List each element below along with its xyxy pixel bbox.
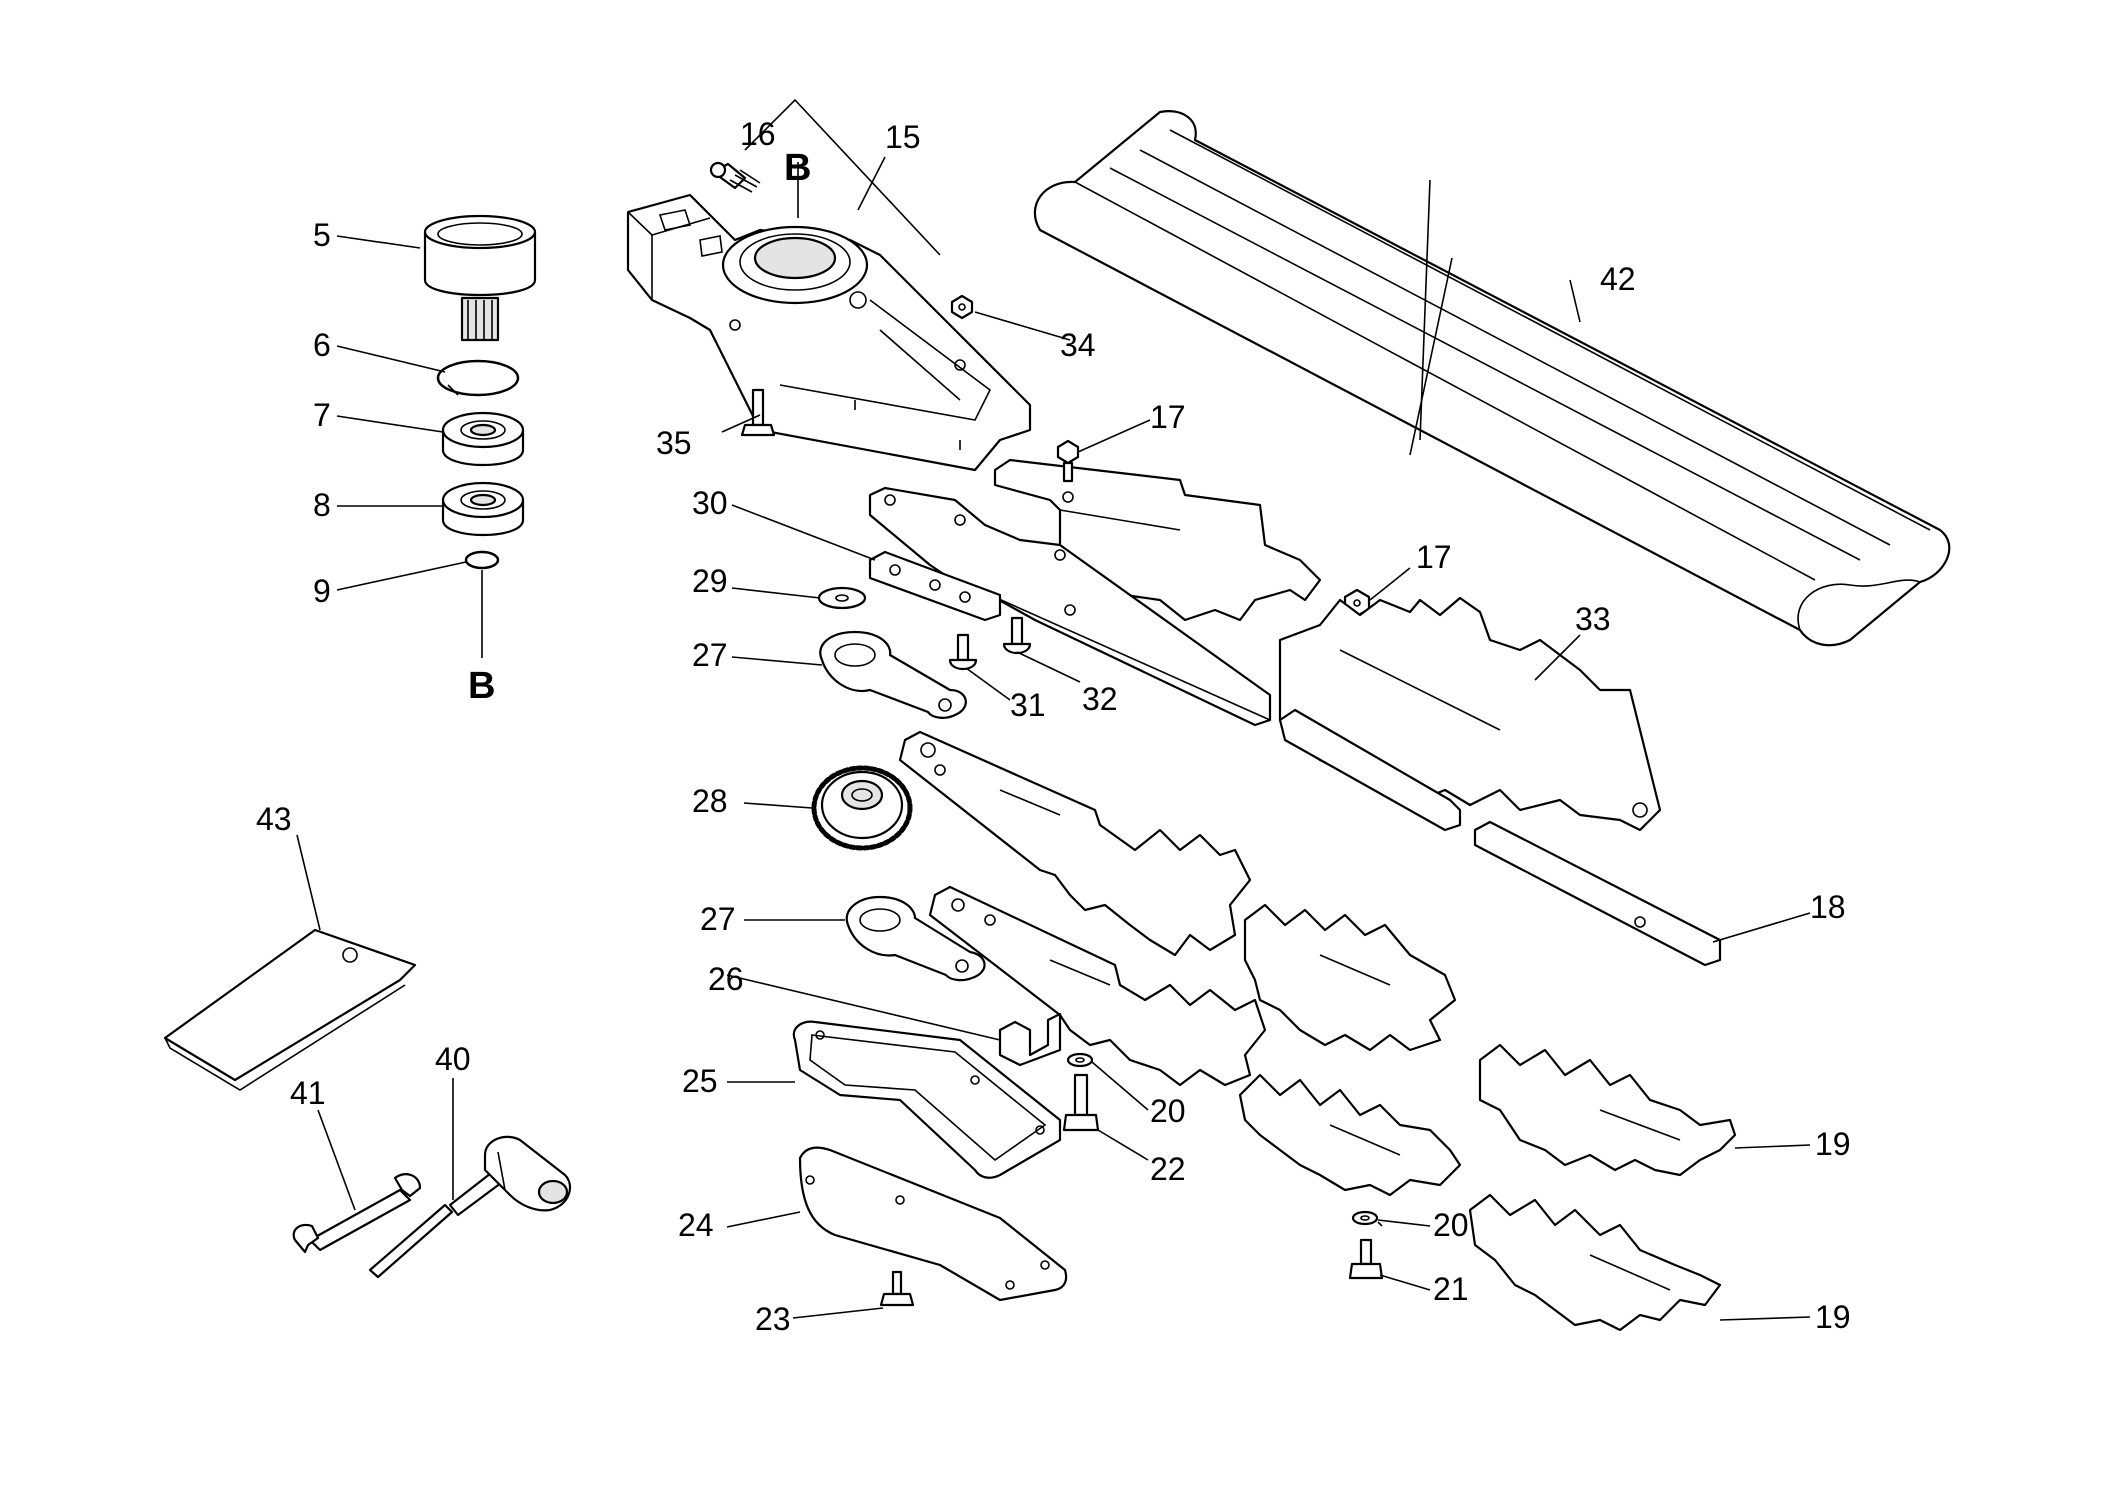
callout-23: 23 [755, 1301, 791, 1337]
callout-32: 32 [1082, 681, 1118, 717]
part-26-bracket [998, 1012, 1062, 1067]
callout-5: 5 [313, 217, 331, 253]
part-18-guide-bar [1473, 820, 1722, 967]
callout-labels: 5 6 7 8 9 B B 16 15 34 42 35 17 17 30 29… [256, 116, 1851, 1337]
callout-18: 18 [1810, 889, 1846, 925]
part-35-bolt [740, 388, 776, 437]
part-16-screws [709, 161, 761, 193]
part-21-bolt [1348, 1238, 1384, 1280]
part-7-bearing [441, 411, 525, 466]
part-27-crank-lower [845, 895, 986, 982]
callout-26: 26 [708, 961, 744, 997]
callout-9: 9 [313, 573, 331, 609]
part-20-washer-lower [1351, 1210, 1379, 1226]
part-19-blade-lower [1468, 1193, 1722, 1332]
callout-42: 42 [1600, 261, 1636, 297]
callout-19-upper: 19 [1815, 1126, 1851, 1162]
blade-segment-lower-left [1238, 1073, 1462, 1197]
part-43-tool-pouch [163, 928, 417, 1091]
part-30-guide-plate [868, 486, 1272, 727]
callout-24: 24 [678, 1207, 714, 1243]
part-23-screw [879, 1270, 915, 1307]
callout-41: 41 [290, 1075, 326, 1111]
callout-27-upper: 27 [692, 637, 728, 673]
callout-28: 28 [692, 783, 728, 819]
callout-29: 29 [692, 563, 728, 599]
marker-b-bottom: B [468, 665, 495, 707]
callout-15: 15 [885, 119, 921, 155]
callout-8: 8 [313, 487, 331, 523]
part-6-circlip [436, 359, 520, 397]
callout-27-lower: 27 [700, 901, 736, 937]
callout-19-lower: 19 [1815, 1299, 1851, 1335]
part-28-gear [811, 765, 913, 851]
callout-35: 35 [656, 425, 692, 461]
part-27-crank-upper [819, 630, 967, 719]
callout-16: 16 [740, 116, 776, 152]
callout-40: 40 [435, 1041, 471, 1077]
blade-middle-lower [928, 885, 1267, 1087]
part-32-screw [1002, 616, 1032, 655]
callout-20-lower: 20 [1433, 1207, 1469, 1243]
callout-30: 30 [692, 485, 728, 521]
callout-43: 43 [256, 801, 292, 837]
part-41-spanner [292, 1173, 422, 1254]
leader-lines [296, 98, 1811, 1321]
callout-33: 33 [1575, 601, 1611, 637]
callout-17-lower: 17 [1416, 539, 1452, 575]
part-31-screw [948, 633, 978, 671]
part-19-blade-upper-right [1478, 1043, 1737, 1177]
part-20-washer-upper [1066, 1052, 1094, 1068]
blade-segment-mid [1243, 903, 1457, 1052]
part-8-bearing [441, 481, 525, 536]
part-18-guide-bar-upper [1278, 708, 1462, 832]
part-9-retaining-ring [464, 550, 500, 570]
callout-17-upper: 17 [1150, 399, 1186, 435]
callout-31: 31 [1010, 687, 1046, 723]
callout-22: 22 [1150, 1151, 1186, 1187]
callout-21: 21 [1433, 1271, 1469, 1307]
callout-7: 7 [313, 397, 331, 433]
callout-6: 6 [313, 327, 331, 363]
part-5-clutch-drum [423, 214, 537, 342]
callout-25: 25 [682, 1063, 718, 1099]
part-25-gasket [792, 1020, 1062, 1179]
marker-b-top: B [784, 147, 811, 189]
part-22-bolt [1062, 1073, 1100, 1132]
part-34-nut [950, 294, 974, 320]
part-17-upper-plate [993, 439, 1322, 622]
callout-34: 34 [1060, 327, 1096, 363]
part-42-blade-cover [1033, 110, 1951, 647]
part-40-box-wrench [368, 1135, 572, 1279]
part-15-gear-case [626, 193, 1032, 472]
callout-20-upper: 20 [1150, 1093, 1186, 1129]
part-24-cover-plate [798, 1146, 1068, 1302]
blade-middle-upper [898, 730, 1252, 957]
part-29-spacer [817, 550, 1002, 622]
